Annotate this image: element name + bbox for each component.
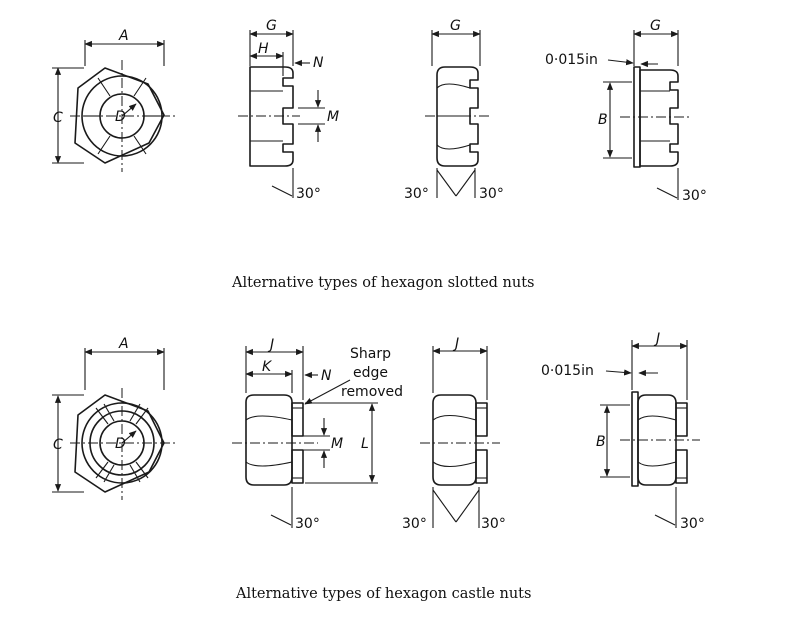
dim-N-label: N xyxy=(313,55,324,71)
slotted-side-view-3: G 0·015in B 30° xyxy=(545,18,707,204)
dim-G-label: G xyxy=(266,18,277,34)
castle-side-view-3: J 0·015in B 30° xyxy=(541,331,705,532)
slotted-caption: Alternative types of hexagon slotted nut… xyxy=(231,275,535,291)
note-removed: removed xyxy=(341,384,403,400)
slotted-front-view: A C D xyxy=(52,28,176,172)
clearance-label: 0·015in xyxy=(541,363,594,379)
dim-L-label: L xyxy=(361,436,369,452)
dim-C-label: C xyxy=(53,110,63,126)
dim-D-label: D xyxy=(115,109,126,125)
angle-right-label: 30° xyxy=(479,186,504,202)
slotted-side-view-1: G H N M 30° xyxy=(238,18,339,202)
dim-H-label: H xyxy=(258,41,269,57)
dim-J-label: J xyxy=(452,336,459,352)
angle-label: 30° xyxy=(682,188,707,204)
note-sharp: Sharp xyxy=(350,346,391,362)
dim-J-label: J xyxy=(267,337,274,353)
dim-G-label: G xyxy=(650,18,661,34)
angle-left-label: 30° xyxy=(404,186,429,202)
dim-A-label: A xyxy=(118,28,129,44)
angle-label: 30° xyxy=(680,516,705,532)
clearance-label: 0·015in xyxy=(545,52,598,68)
dim-M-label: M xyxy=(331,436,343,452)
dim-G-label: G xyxy=(450,18,461,34)
castle-side-view-1: J K N Sharp edge removed M L 30° xyxy=(232,337,403,532)
dim-M-label: M xyxy=(327,109,339,125)
dim-B-label: B xyxy=(596,434,606,450)
dim-J-label: J xyxy=(653,331,660,347)
slotted-nuts-figure: A C D G H N M xyxy=(52,18,707,291)
dim-B-label: B xyxy=(598,112,608,128)
slotted-side-view-2: G 30° 30° xyxy=(404,18,504,202)
dim-C-label: C xyxy=(53,437,63,453)
dim-N-label: N xyxy=(321,368,332,384)
dim-K-label: K xyxy=(262,359,273,375)
castle-side-view-2: J 30° 30° xyxy=(402,336,506,532)
dim-D-label: D xyxy=(115,436,126,452)
angle-left-label: 30° xyxy=(402,516,427,532)
angle-right-label: 30° xyxy=(481,516,506,532)
angle-label: 30° xyxy=(295,516,320,532)
castle-nuts-figure: A C D J K N Sharp edge xyxy=(52,331,705,602)
note-edge: edge xyxy=(353,365,388,381)
dim-A-label: A xyxy=(118,336,129,352)
angle-label: 30° xyxy=(296,186,321,202)
castle-front-view: A C D xyxy=(52,336,176,500)
castle-caption: Alternative types of hexagon castle nuts xyxy=(235,586,531,602)
